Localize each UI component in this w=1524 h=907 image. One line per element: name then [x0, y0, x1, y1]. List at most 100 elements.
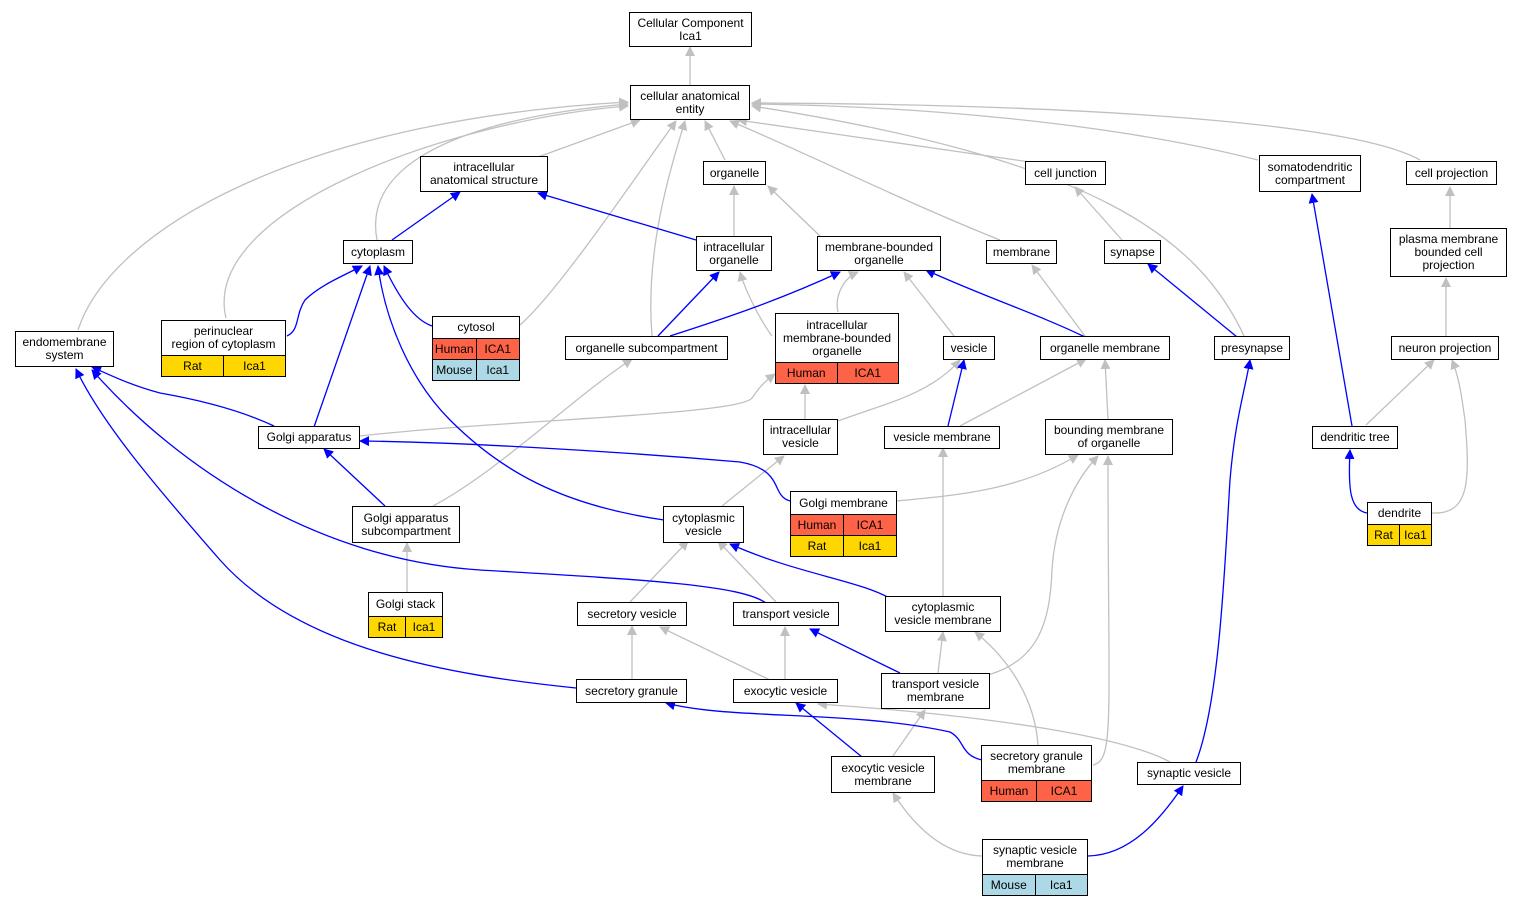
edge-synvesicle-presyn	[1195, 359, 1254, 763]
node-exovesmem[interactable]: exocytic vesicle membrane	[831, 756, 935, 793]
edge-cytovesicle-intravesicle	[721, 455, 785, 507]
node-synvesicle[interactable]: synaptic vesicle	[1137, 762, 1241, 785]
edge-perinuc-cae	[223, 101, 629, 319]
node-label: somatodendritic compartment	[1267, 159, 1353, 187]
node-vesmem[interactable]: vesicle membrane	[884, 426, 1000, 449]
gene-symbol-cell: Ica1	[843, 536, 896, 556]
species-cell: Mouse	[983, 875, 1035, 895]
edge-transvesmem-transvesicle	[809, 628, 901, 674]
node-label: Golgi apparatus	[266, 430, 352, 444]
gene-symbol-cell: Ica1	[223, 356, 285, 376]
edge-presyn-synapse	[1147, 263, 1238, 338]
node-label: secretory vesicle	[587, 606, 677, 621]
gene-symbol-cell: ICA1	[475, 339, 519, 359]
edge-exovesmem-transvesmem	[892, 709, 926, 757]
edge-golgisub-golgi	[323, 448, 386, 507]
edge-cellproj-cae	[751, 98, 1421, 161]
edge-imbo-mbo	[836, 271, 859, 313]
node-cae[interactable]: cellular anatomical entity	[630, 85, 750, 120]
node-label: cellular anatomical entity	[640, 88, 740, 116]
edge-boundmem-orgmem	[1100, 359, 1111, 420]
node-cytovesmem[interactable]: cytoplasmic vesicle membrane	[885, 596, 1001, 632]
edge-transvesicle-endomem	[91, 369, 767, 604]
gene-symbol-cell: Ica1	[1399, 525, 1431, 545]
node-cellproj[interactable]: cell projection	[1406, 161, 1497, 185]
edge-secgranmem-cytovesmem	[974, 631, 1039, 746]
edge-orgmem-membrane	[1031, 264, 1086, 337]
node-label: membrane	[992, 244, 1051, 259]
node-label: Golgi membrane	[799, 495, 888, 510]
node-label: cytoplasm	[350, 244, 406, 259]
node-boundmem[interactable]: bounding membrane of organelle	[1045, 419, 1173, 455]
node-golgisub[interactable]: Golgi apparatus subcompartment	[352, 506, 460, 543]
node-mbo[interactable]: membrane-bounded organelle	[817, 236, 941, 271]
node-intraorg[interactable]: intracellular organelle	[696, 236, 772, 271]
node-endomem[interactable]: endomembrane system	[15, 331, 114, 367]
species-cell: Human	[982, 781, 1036, 801]
node-somato[interactable]: somatodendritic compartment	[1259, 155, 1361, 192]
gene-symbol-cell: ICA1	[1036, 781, 1091, 801]
node-secgranule[interactable]: secretory granule	[576, 679, 687, 703]
node-neuronproj[interactable]: neuron projection	[1391, 336, 1499, 360]
edge-dendrite-dendtree	[1344, 449, 1368, 514]
edge-membrane-cae	[729, 119, 1001, 241]
node-label: perinuclear region of cytoplasm	[171, 324, 276, 351]
edge-dendtree-somato	[1308, 193, 1353, 427]
node-cytovesicle[interactable]: cytoplasmic vesicle	[663, 506, 744, 543]
edge-exovesicle-secvesicle	[659, 626, 771, 681]
node-label: cytoplasmic vesicle membrane	[894, 600, 992, 627]
edge-cytovesicle-cytoplasm	[374, 265, 665, 521]
node-label: secretory granule	[585, 683, 678, 698]
edge-vesmem-vesicle	[947, 359, 967, 427]
edge-organelle-cae	[704, 120, 726, 161]
node-dendtree[interactable]: dendritic tree	[1312, 426, 1398, 449]
edge-cytoplasm-ias	[391, 191, 461, 241]
edge-synvesicle-exovesicle	[817, 699, 1171, 763]
node-vesicle[interactable]: vesicle	[943, 336, 995, 360]
node-label: cell junction	[1034, 165, 1097, 180]
node-imbo[interactable]: intracellular membrane-bounded organelle…	[775, 313, 899, 384]
node-label: Golgi apparatus subcompartment	[361, 510, 451, 538]
node-presyn[interactable]: presynapse	[1214, 336, 1290, 360]
edge-golgi-cytoplasm	[313, 265, 372, 428]
node-pmbcp[interactable]: plasma membrane bounded cell projection	[1390, 228, 1507, 277]
node-membrane[interactable]: membrane	[986, 240, 1057, 264]
node-orgsub[interactable]: organelle subcompartment	[565, 336, 728, 360]
node-transvesicle[interactable]: transport vesicle	[733, 602, 839, 626]
node-label: vesicle membrane	[893, 430, 991, 444]
node-label: synapse	[1110, 244, 1155, 259]
node-label: intracellular membrane-bounded organelle	[782, 317, 892, 358]
node-root[interactable]: Cellular Component Ica1	[629, 12, 752, 47]
node-synapse[interactable]: synapse	[1104, 240, 1161, 264]
node-celljunction[interactable]: cell junction	[1025, 161, 1106, 185]
edge-golgi-imbo	[359, 373, 776, 437]
node-secvesicle[interactable]: secretory vesicle	[577, 602, 687, 626]
species-cell: Rat	[162, 356, 223, 376]
edge-dendtree-neuronproj	[1365, 359, 1435, 426]
species-cell: Rat	[1368, 525, 1399, 545]
node-organelle[interactable]: organelle	[703, 161, 766, 185]
node-intravesicle[interactable]: intracellular vesicle	[763, 419, 838, 455]
species-cell: Human	[791, 515, 843, 535]
edge-presyn-cae	[751, 102, 1246, 339]
node-cytoplasm[interactable]: cytoplasm	[343, 240, 413, 264]
edge-golgisub-orgsub	[432, 358, 633, 507]
node-golgi[interactable]: Golgi apparatus	[258, 426, 360, 449]
node-transvesmem[interactable]: transport vesicle membrane	[881, 673, 990, 709]
node-ias[interactable]: intracellular anatomical structure	[420, 156, 548, 192]
node-orgmem[interactable]: organelle membrane	[1040, 336, 1170, 360]
node-exovesicle[interactable]: exocytic vesicle	[733, 679, 838, 703]
